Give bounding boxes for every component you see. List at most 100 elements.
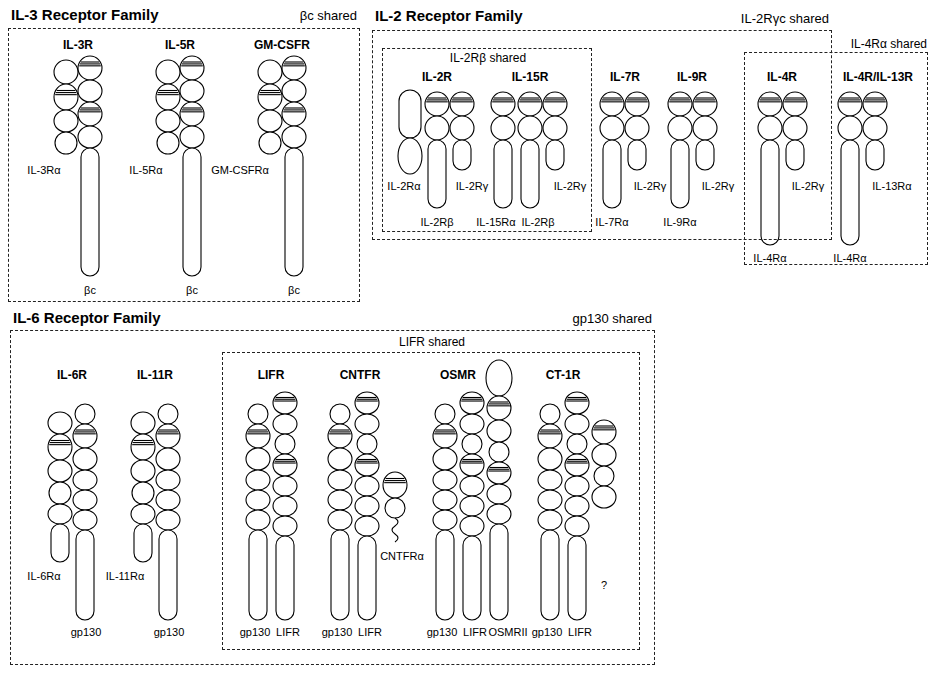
- conserved-motif-line: [628, 97, 647, 98]
- receptor-domain: [538, 448, 562, 470]
- receptor-domain: [758, 92, 782, 116]
- receptor-label: LIFR: [276, 626, 300, 639]
- receptor-domain: [328, 448, 352, 470]
- conserved-motif-line: [247, 433, 269, 434]
- conserved-motif-line: [786, 97, 805, 98]
- receptor-group-box: LIFR shared: [222, 352, 640, 650]
- receptor-domain: [131, 412, 155, 434]
- receptor-label: IL-11R: [137, 369, 173, 383]
- receptor-domain: [693, 92, 717, 116]
- conserved-motif-line: [541, 429, 560, 430]
- receptor-chain: [600, 92, 624, 208]
- receptor-label: gp130: [532, 626, 563, 639]
- receptor-domain: [78, 126, 102, 148]
- conserved-motif-line: [601, 101, 623, 102]
- receptor-label: GM-CSFRα: [211, 164, 269, 177]
- conserved-motif-line: [248, 431, 269, 432]
- receptor-domain: [156, 490, 180, 510]
- receptor-domain: [273, 414, 297, 434]
- conserved-motif-line: [330, 431, 351, 432]
- receptor-domain: [156, 510, 180, 530]
- cytoplasmic-tail: [628, 140, 646, 170]
- receptor-domain: [355, 454, 379, 476]
- conserved-motif-line: [132, 444, 154, 445]
- receptor-domain: [328, 424, 352, 448]
- conserved-motif-line: [133, 442, 154, 443]
- receptor-label: OSMR: [440, 369, 476, 383]
- group-heading: IL-2 Receptor Family: [375, 7, 523, 24]
- cytoplasmic-tail: [568, 536, 586, 620]
- conserved-motif-line: [463, 397, 482, 398]
- conserved-motif-line: [260, 92, 281, 93]
- cytoplasmic-tail: [541, 530, 559, 620]
- receptor-domain: [838, 92, 862, 116]
- receptor-domain: [460, 476, 484, 496]
- receptor-domain: [273, 516, 297, 536]
- receptor-chain: [156, 60, 180, 154]
- conserved-motif-line: [50, 442, 71, 443]
- conserved-motif-line: [79, 65, 101, 66]
- conserved-motif-line: [540, 431, 561, 432]
- receptor-label: gp130: [322, 626, 353, 639]
- receptor-chain: [383, 472, 407, 542]
- receptor-chain: [246, 404, 270, 620]
- conserved-motif-line: [568, 397, 587, 398]
- cytoplasmic-tail: [494, 140, 512, 208]
- conserved-motif-line: [866, 97, 885, 98]
- receptor-domain: [565, 496, 589, 516]
- group-heading: gp130 shared: [572, 312, 652, 327]
- conserved-motif-line: [181, 111, 203, 112]
- receptor-domain: [460, 414, 484, 434]
- receptor-domain: [282, 56, 306, 80]
- receptor-label: IL-2Rβ: [521, 216, 554, 229]
- receptor-domain: [78, 56, 102, 80]
- conserved-motif-line: [594, 427, 615, 428]
- conserved-motif-line: [159, 429, 178, 430]
- conserved-motif-line: [182, 109, 203, 110]
- conserved-motif-line: [261, 90, 280, 91]
- receptor-chain: [693, 92, 717, 170]
- receptor-domain: [357, 434, 377, 454]
- conserved-motif-line: [864, 101, 886, 102]
- cytoplasmic-tail: [183, 148, 201, 276]
- receptor-domain: [246, 490, 270, 510]
- receptor-chain: [156, 404, 180, 620]
- conserved-motif-line: [276, 459, 295, 460]
- receptor-domain: [383, 472, 407, 498]
- conserved-motif-line: [74, 433, 96, 434]
- receptor-domain: [565, 392, 589, 414]
- conserved-motif-line: [462, 461, 483, 462]
- conserved-motif-line: [275, 461, 296, 462]
- conserved-motif-line: [602, 99, 623, 100]
- conserved-motif-line: [183, 61, 202, 62]
- receptor-domain: [48, 504, 72, 524]
- receptor-label: IL-2Rα: [387, 180, 420, 193]
- receptor-domain: [625, 92, 649, 116]
- receptor-domain: [156, 110, 180, 132]
- conserved-motif-line: [285, 107, 304, 108]
- cytoplasmic-tail: [671, 140, 689, 208]
- receptor-domain: [433, 490, 457, 510]
- receptor-label: LIFR: [258, 369, 285, 383]
- receptor-chain: [48, 412, 72, 562]
- conserved-motif-line: [183, 107, 202, 108]
- receptor-label: IL-9R: [677, 71, 707, 85]
- conserved-motif-line: [80, 63, 101, 64]
- cytoplasmic-tail: [490, 524, 508, 620]
- conserved-motif-line: [603, 97, 622, 98]
- receptor-domain: [460, 392, 484, 414]
- receptor-label: IL-5R: [165, 39, 195, 53]
- conserved-motif-line: [434, 433, 456, 434]
- conserved-motif-line: [358, 459, 377, 460]
- conserved-motif-line: [157, 94, 179, 95]
- conserved-motif-line: [356, 462, 378, 463]
- conserved-motif-line: [181, 65, 203, 66]
- conserved-motif-line: [488, 470, 510, 471]
- receptor-chain: [258, 60, 282, 154]
- conserved-motif-line: [461, 462, 483, 463]
- receptor-chain: [328, 404, 352, 620]
- receptor-domain: [565, 414, 589, 434]
- receptor-chain: [180, 56, 204, 276]
- conserved-motif-line: [357, 399, 378, 400]
